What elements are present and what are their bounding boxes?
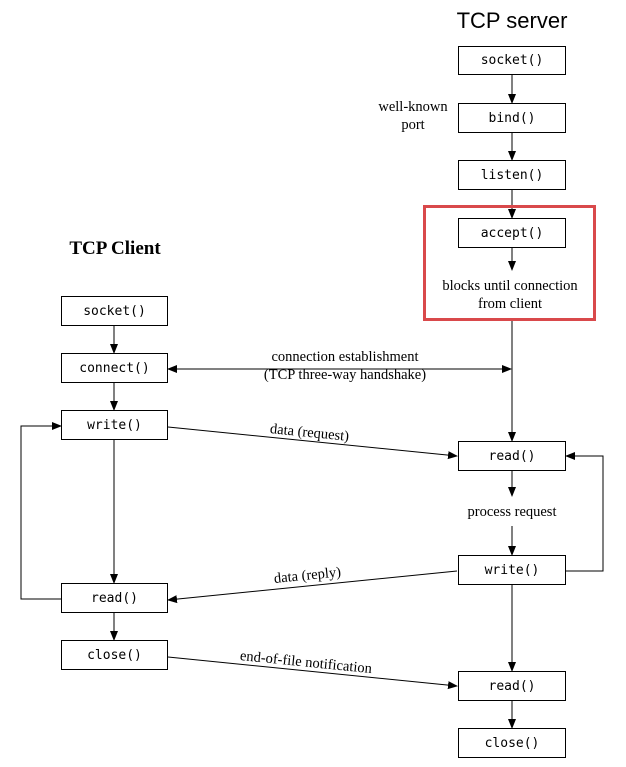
client-loop-arrow: [20, 422, 62, 600]
port-line: port: [401, 117, 425, 134]
process-request-label: process request: [467, 504, 557, 520]
connection-establishment-label: connection establishment (TCP three-way …: [220, 348, 470, 384]
server-write-box: write(): [458, 555, 566, 585]
client-write-box: write(): [61, 410, 168, 440]
server-read-box: read(): [458, 441, 566, 471]
server-socket-box: socket(): [458, 46, 566, 75]
connection-line-1: connection establishment: [271, 349, 419, 365]
blocks-until-connection-label: blocks until connection from client: [426, 277, 594, 313]
blocks-line-2: from client: [477, 296, 543, 313]
server-loop-arrow: [565, 452, 604, 572]
accept-highlight-box: [423, 205, 596, 321]
client-socket-box: socket(): [61, 296, 168, 326]
eof-notification-arrow: [167, 656, 458, 690]
client-close-box: close(): [61, 640, 168, 670]
client-connect-box: connect(): [61, 353, 168, 383]
client-title: TCP Client: [69, 238, 161, 259]
server-title: TCP server: [456, 8, 568, 33]
data-request-arrow: [167, 426, 458, 460]
server-close-box: close(): [458, 728, 566, 758]
server-read-eof-box: read(): [458, 671, 566, 701]
data-reply-arrow: [167, 570, 458, 604]
well-known-port-label: well-known port: [368, 98, 458, 134]
client-read-box: read(): [61, 583, 168, 613]
server-listen-box: listen(): [458, 160, 566, 190]
well-known-line: well-known: [378, 99, 448, 115]
blocks-line-1: blocks until connection: [442, 278, 578, 294]
connection-line-2: (TCP three-way handshake): [263, 367, 427, 384]
server-accept-box: accept(): [458, 218, 566, 248]
server-bind-box: bind(): [458, 103, 566, 133]
